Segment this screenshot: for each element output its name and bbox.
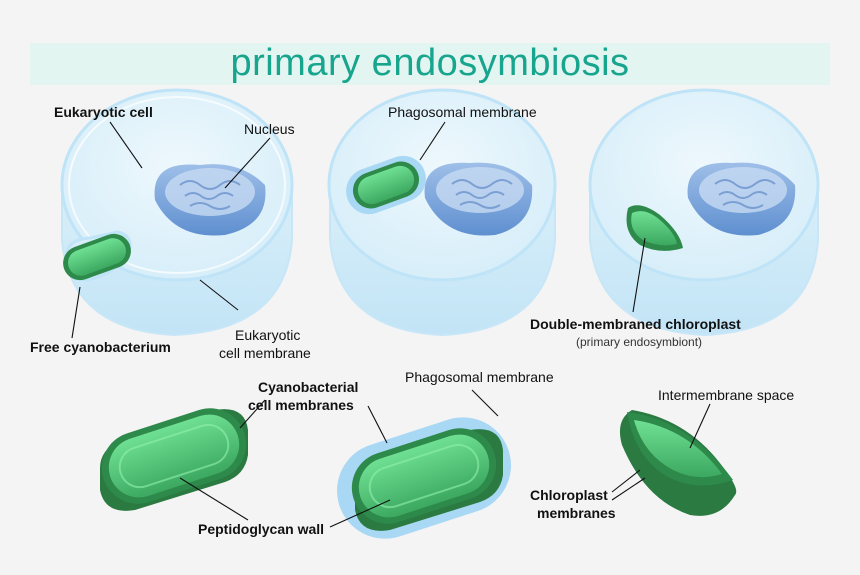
nucleus-2 [424,162,533,236]
nucleus-3 [687,162,796,236]
leader-lines [71,121,711,528]
free-cyanobacterium [63,230,132,282]
chloroplast-in-cell [626,205,683,251]
chloroplast-large [619,410,737,516]
cyanobacterium-large [100,408,248,511]
label-intermembrane-space: Intermembrane space [658,387,794,403]
label-chloroplast-line1: Chloroplast [530,487,608,503]
label-peptidoglycan-wall: Peptidoglycan wall [198,521,324,537]
phagosome-engulfed-bacterium [346,155,426,215]
label-primary-endosymbiont: (primary endosymbiont) [576,335,702,349]
label-phagosomal-membrane-bottom: Phagosomal membrane [405,369,554,385]
label-nucleus: Nucleus [244,121,295,137]
diagram-title: primary endosymbiosis [230,42,630,84]
label-free-cyanobacterium: Free cyanobacterium [30,339,171,355]
label-phagosomal-membrane-top: Phagosomal membrane [388,104,537,120]
label-chloroplast-line2: membranes [537,505,616,521]
phagosome-bacterium-large [337,417,511,539]
label-double-membraned-chloroplast: Double-membraned chloroplast [530,316,741,332]
label-eukaryotic-line1: Eukaryotic [235,327,300,343]
label-cyanobacterial-line2: cell membranes [248,397,354,413]
label-eukaryotic-line2: cell membrane [219,345,311,361]
title-band: primary endosymbiosis [30,43,830,85]
label-eukaryotic-cell: Eukaryotic cell [54,104,153,120]
label-cyanobacterial-line1: Cyanobacterial [258,379,358,395]
